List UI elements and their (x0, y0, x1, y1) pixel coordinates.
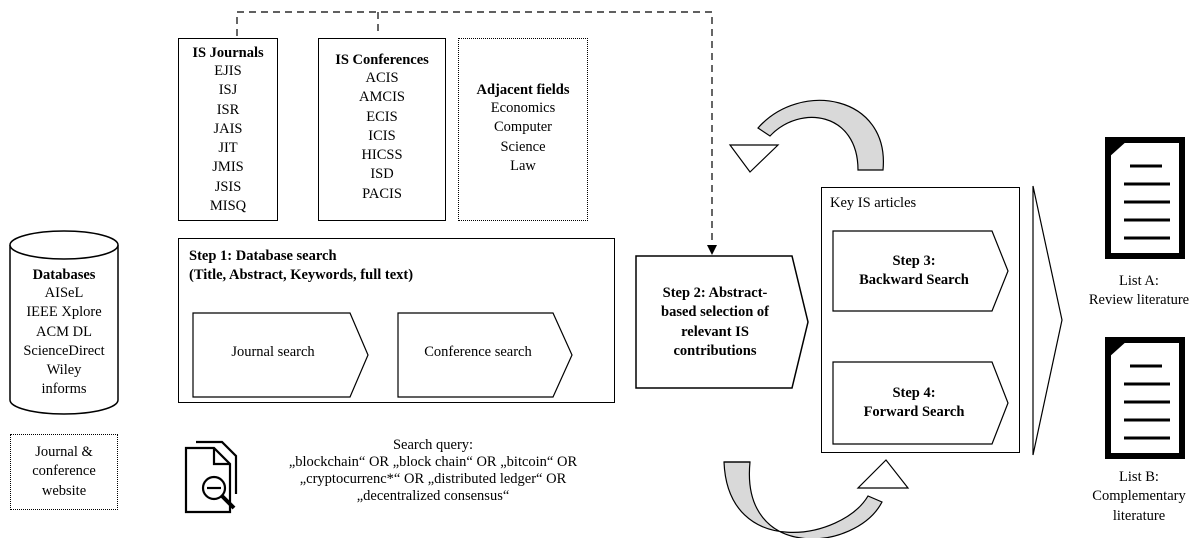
is-conferences-box: IS Conferences ACIS AMCIS ECIS ICIS HICS… (318, 38, 446, 221)
database-item: ScienceDirect (23, 342, 105, 359)
is-journals-title: IS Journals (192, 45, 264, 61)
step4-line: Forward Search (863, 404, 965, 421)
step3-line: Step 3: (892, 253, 936, 269)
step2-line: Step 2: Abstract- (662, 285, 768, 301)
database-cylinder-icon (9, 230, 119, 415)
conference-item: AMCIS (359, 89, 405, 106)
step4-shape (832, 361, 1009, 445)
journal-item: JIT (218, 140, 238, 157)
search-query: Search query: „blockchain“ OR „block cha… (252, 437, 614, 505)
curved-arrow-top-icon (728, 99, 884, 173)
step2-label: Step 2: Abstract- based selection of rel… (636, 284, 794, 361)
curved-arrow-bottom-icon (723, 459, 910, 538)
database-item: IEEE Xplore (26, 304, 102, 321)
databases-list: Databases AISeL IEEE Xplore ACM DL Scien… (10, 267, 118, 400)
conference-item: ISD (370, 166, 394, 183)
step3-shape (832, 230, 1009, 312)
step1-box: Step 1: Database search (Title, Abstract… (178, 238, 615, 403)
list-a-caption: List A: Review literature (1088, 272, 1190, 311)
is-conferences-title: IS Conferences (335, 52, 429, 68)
list-b-document-icon (1105, 337, 1185, 459)
search-query-line: Search query: (392, 437, 474, 453)
list-b-line: literature (1112, 507, 1166, 524)
step2-line: based selection of (661, 304, 769, 321)
list-b-line: List B: (1119, 469, 1159, 485)
database-item: AISeL (44, 285, 84, 301)
journal-search-label: Journal search (231, 344, 315, 360)
conference-item: ICIS (368, 127, 396, 144)
dashed-connector-arrowhead (707, 245, 717, 255)
step3-line: Backward Search (859, 272, 969, 289)
website-line: Journal & (35, 444, 93, 461)
adjacent-field-item: Economics (490, 100, 556, 116)
key-is-articles-title: Key IS articles (830, 195, 917, 211)
website-line: conference (32, 463, 96, 480)
database-item: informs (41, 381, 87, 398)
adjacent-fields-title: Adjacent fields (476, 82, 570, 98)
step3-label: Step 3: Backward Search (833, 252, 995, 291)
journal-item: ISR (216, 101, 240, 118)
database-item: ACM DL (36, 323, 92, 340)
adjacent-field-item: Law (510, 157, 536, 174)
journal-search-shape (192, 312, 369, 398)
step2-shape (635, 255, 809, 389)
adjacent-field-item: Computer (494, 119, 552, 136)
search-query-line: „cryptocurrenc*“ OR „distributed ledger“… (299, 471, 567, 487)
conference-search-label: Conference search (424, 344, 532, 360)
step2-line: relevant IS (681, 323, 749, 340)
search-query-line: „decentralized consensus“ (356, 488, 510, 504)
key-is-articles-box: Key IS articles (821, 187, 1020, 453)
is-journals-box: IS Journals EJIS ISJ ISR JAIS JIT JMIS J… (178, 38, 278, 221)
step4-line: Step 4: (892, 385, 936, 401)
databases-title: Databases (32, 267, 96, 283)
list-a-line: Review literature (1088, 292, 1190, 309)
list-a-line: List A: (1119, 273, 1159, 289)
database-item: Wiley (46, 362, 82, 379)
journal-item: JAIS (213, 120, 243, 137)
journal-item: EJIS (214, 63, 242, 79)
search-query-line: „blockchain“ OR „block chain“ OR „bitcoi… (288, 454, 578, 470)
step4-label: Step 4: Forward Search (833, 384, 995, 423)
list-b-caption: List B: Complementary literature (1088, 468, 1190, 526)
adjacent-field-item: Science (500, 138, 546, 155)
journal-conference-website-box: Journal & conference website (10, 434, 118, 510)
journal-item: MISQ (209, 198, 247, 215)
website-line: website (41, 482, 87, 499)
list-a-document-icon (1105, 137, 1185, 259)
list-b-line: Complementary (1092, 488, 1186, 505)
step1-title: Step 1: Database search (189, 248, 337, 264)
conference-search-shape (397, 312, 573, 398)
conference-item: ACIS (365, 70, 399, 86)
journal-item: JMIS (212, 159, 244, 176)
conference-item: ECIS (366, 108, 398, 125)
step2-line: contributions (673, 342, 757, 359)
journal-item: JSIS (214, 178, 242, 195)
dashed-connector (236, 11, 713, 246)
output-arrow (1032, 185, 1063, 456)
journal-item: ISJ (218, 82, 238, 99)
adjacent-fields-box: Adjacent fields Economics Computer Scien… (458, 38, 588, 221)
conference-item: HICSS (361, 147, 403, 164)
conference-item: PACIS (362, 185, 402, 202)
step1-subtitle: (Title, Abstract, Keywords, full text) (189, 267, 414, 283)
document-magnifier-icon (184, 440, 238, 514)
